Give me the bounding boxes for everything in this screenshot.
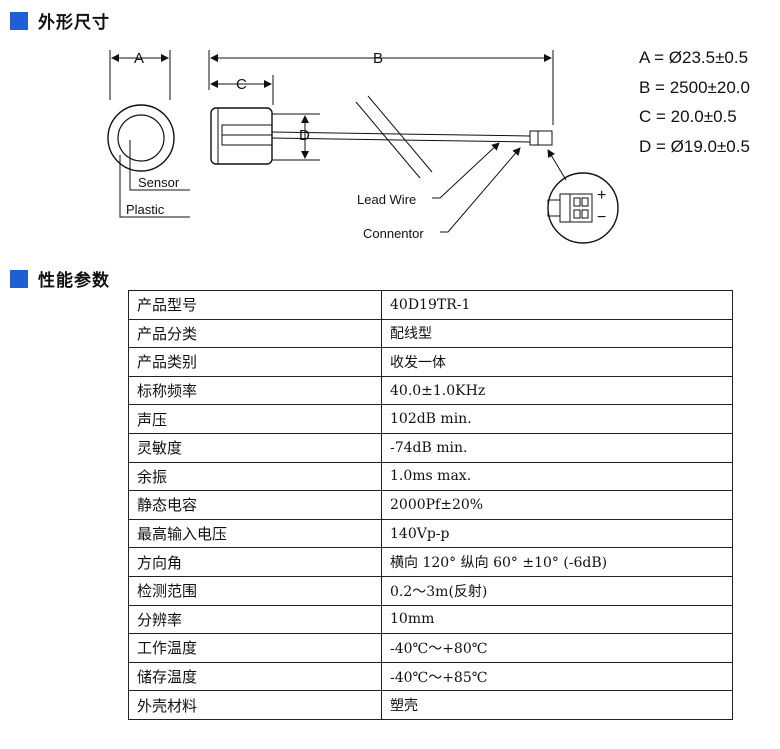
spec-value: -40℃～+80℃ [381, 633, 733, 663]
label-plastic: Plastic [126, 202, 165, 217]
table-row: 产品类别收发一体 [128, 347, 733, 377]
spec-key: 声压 [128, 404, 382, 434]
sensor-outer-ring [107, 104, 175, 172]
spec-value: 2000Pf±20% [381, 490, 733, 520]
table-row: 产品分类配线型 [128, 318, 733, 349]
section-dimensions-header: 外形尺寸 [10, 8, 110, 33]
connector-leader [440, 147, 521, 233]
dimension-list: A = Ø23.5±0.5 B = 2500±20.0 C = 20.0±0.5… [639, 48, 750, 166]
spec-key: 外壳材料 [128, 690, 382, 720]
label-plus: + [597, 187, 606, 204]
table-row: 灵敏度-74dB min. [128, 432, 733, 463]
spec-value: 配线型 [381, 318, 733, 349]
spec-key: 储存温度 [128, 661, 382, 692]
spec-value: 1.0ms max. [381, 461, 733, 492]
spec-value: 40D19TR-1 [381, 290, 733, 320]
label-lead-wire: Lead Wire [357, 192, 416, 207]
label-minus: − [597, 209, 606, 226]
spec-key: 工作温度 [128, 633, 382, 663]
lead-wire-top [271, 131, 531, 137]
spec-value: 0.2～3m(反射) [381, 575, 733, 606]
label-c: C [236, 76, 247, 93]
connector-pin-2 [581, 197, 589, 207]
table-row: 储存温度-40℃～+85℃ [128, 661, 733, 692]
label-b: B [373, 50, 383, 67]
spec-value: -40℃～+85℃ [381, 661, 733, 692]
section-square-icon [10, 11, 28, 30]
spec-value: 10mm [381, 604, 733, 635]
section-dimensions-title: 外形尺寸 [38, 13, 110, 33]
label-a: A [134, 50, 144, 67]
dimension-b: B = 2500±20.0 [639, 77, 750, 97]
lead-wire-bottom [271, 137, 531, 143]
detail-leader [547, 149, 567, 181]
connector-detail-tab [547, 199, 561, 217]
spec-key: 产品分类 [128, 318, 382, 349]
connector-pin-4 [581, 209, 589, 219]
sensor-inner-ring [117, 114, 165, 162]
dimension-c: C = 20.0±0.5 [639, 107, 737, 126]
connector-plug [529, 130, 553, 146]
spec-key: 产品类别 [128, 347, 382, 377]
dimension-a: A = Ø23.5±0.5 [639, 48, 749, 67]
connector-detail-circle [547, 172, 619, 244]
spec-key: 产品型号 [128, 290, 382, 320]
section-performance-header: 性能参数 [10, 266, 110, 291]
spec-value: 收发一体 [381, 347, 733, 377]
spec-value: -74dB min. [381, 432, 733, 463]
lead-wire-leader [432, 142, 500, 199]
dimension-diagram: A B C D Sensor Plastic Lead Wire Connent… [107, 50, 619, 244]
table-row: 工作温度-40℃～+80℃ [128, 633, 733, 663]
dimension-d: D = Ø19.0±0.5 [639, 136, 750, 156]
spec-key: 分辨率 [128, 604, 382, 635]
section-performance-title: 性能参数 [38, 271, 110, 291]
sensor-leader [129, 140, 190, 191]
spec-key: 检测范围 [128, 575, 382, 606]
spec-key: 方向角 [128, 547, 382, 577]
label-d: D [299, 127, 310, 144]
spec-value: 140Vp-p [381, 518, 733, 549]
spec-value: 40.0±1.0KHz [381, 375, 733, 406]
connector-pin-3 [573, 209, 581, 219]
label-sensor: Sensor [138, 175, 180, 190]
section-square-icon [10, 269, 28, 288]
spec-key: 标称频率 [128, 375, 382, 406]
break-mark-2 [367, 95, 433, 173]
spec-value: 横向 120° 纵向 60° ±10° (-6dB) [381, 547, 733, 577]
connector-pin-1 [573, 197, 581, 207]
spec-key: 静态电容 [128, 490, 382, 520]
table-row: 方向角横向 120° 纵向 60° ±10° (-6dB) [128, 547, 733, 577]
sensor-side-body [210, 107, 273, 165]
spec-key: 最高输入电压 [128, 518, 382, 549]
plastic-leader [119, 155, 190, 218]
spec-key: 余振 [128, 461, 382, 492]
spec-value: 102dB min. [381, 404, 733, 434]
spec-key: 灵敏度 [128, 432, 382, 463]
table-row: 外壳材料塑壳 [128, 690, 733, 720]
spec-value: 塑壳 [381, 690, 733, 720]
break-mark-1 [355, 101, 421, 179]
label-connector: Connentor [363, 226, 424, 241]
